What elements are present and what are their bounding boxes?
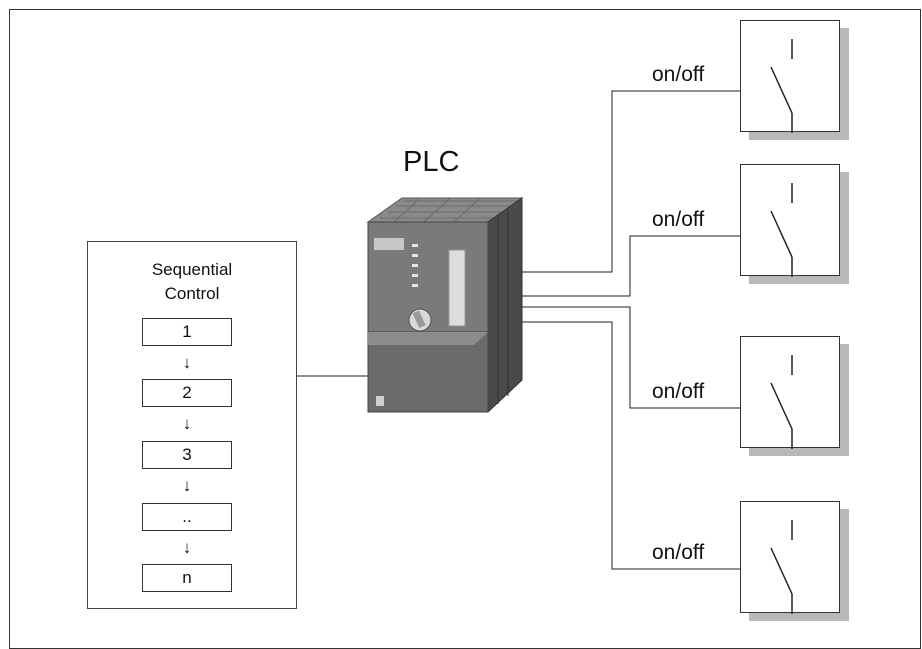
down-arrow-icon: ↓ xyxy=(182,476,192,495)
step-box: 1 xyxy=(142,318,232,346)
step-box: .. xyxy=(142,503,232,531)
switch-symbol-icon xyxy=(770,39,793,133)
output-label: on/off xyxy=(652,380,705,403)
step-box: n xyxy=(142,564,232,592)
output-wire-1 xyxy=(522,90,742,273)
output-label: on/off xyxy=(652,541,705,564)
output-wire-2 xyxy=(522,235,742,297)
switch-symbol-icon xyxy=(770,183,793,277)
sequential-control-box xyxy=(87,241,297,609)
plc-module-image xyxy=(366,197,524,414)
output-wire-3 xyxy=(514,306,742,409)
output-label: on/off xyxy=(652,208,705,231)
switch-box xyxy=(740,164,840,277)
sequential-control-title: Sequential Control xyxy=(87,258,297,306)
down-arrow-icon: ↓ xyxy=(182,538,192,557)
switch-box xyxy=(740,20,840,133)
down-arrow-icon: ↓ xyxy=(182,414,192,433)
switch-box xyxy=(740,501,840,614)
down-arrow-icon: ↓ xyxy=(182,353,192,372)
sequential-control-title-line1: Sequential xyxy=(151,260,233,279)
plc-label: PLC xyxy=(403,146,460,178)
switch-symbol-icon xyxy=(770,520,793,614)
step-box: 2 xyxy=(142,379,232,407)
output-label: on/off xyxy=(652,63,705,86)
output-wire-4 xyxy=(514,321,742,570)
switch-symbol-icon xyxy=(770,355,793,449)
step-box: 3 xyxy=(142,441,232,469)
sequential-control-title-line2: Control xyxy=(164,284,220,303)
switch-box xyxy=(740,336,840,449)
